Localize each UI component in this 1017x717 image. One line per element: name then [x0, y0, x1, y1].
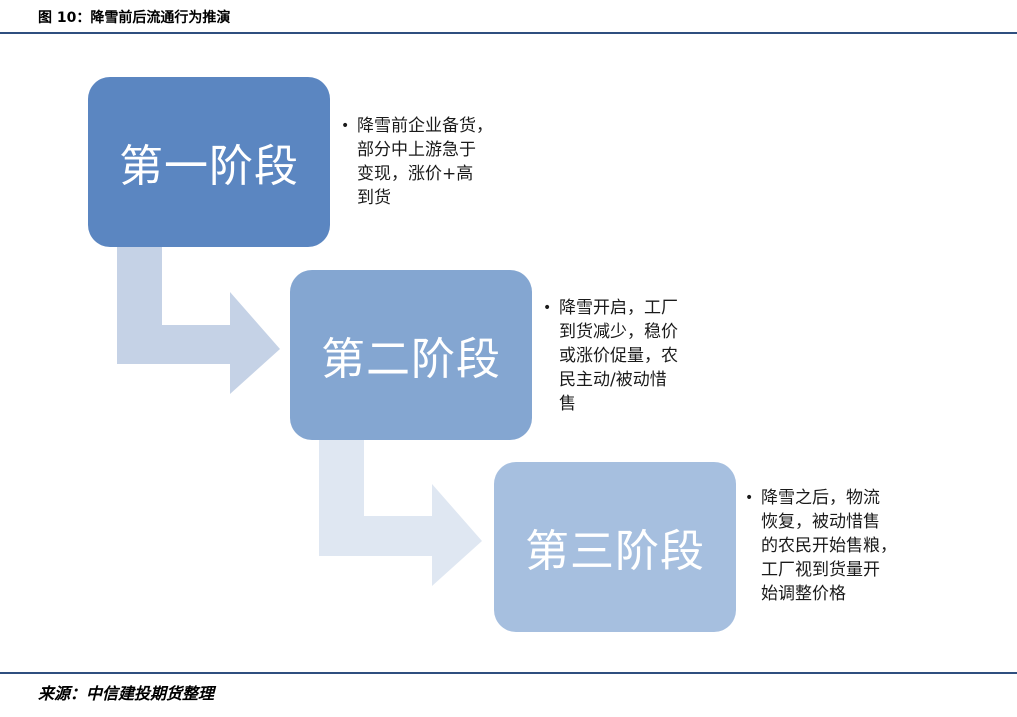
bent-arrow-stage-1-to-2 — [117, 247, 280, 394]
stage-1-label: 第一阶段 — [119, 141, 299, 192]
stage-3-description: 降雪之后，物流 恢复，被动惜售 的农民开始售粮， 工厂视到货量开 始调整价格 — [761, 488, 897, 604]
bullet-dot-icon: • — [341, 118, 350, 134]
stage-2-label: 第二阶段 — [321, 334, 501, 385]
stage-3-box: 第三阶段 — [494, 462, 736, 632]
figure-source: 来源：中信建投期货整理 — [38, 684, 215, 703]
stage-2-box: 第二阶段 — [290, 270, 532, 440]
bottom-divider — [0, 672, 1017, 674]
top-divider — [0, 32, 1017, 34]
bullet-dot-icon: • — [745, 490, 754, 506]
stage-2-description: 降雪开启，工厂 到货减少，稳价 或涨价促量，农 民主动/被动惜 售 — [559, 298, 678, 414]
stage-3-label: 第三阶段 — [525, 526, 705, 577]
bent-arrow-stage-2-to-3 — [319, 440, 482, 586]
stage-1-box: 第一阶段 — [88, 77, 330, 247]
figure-title: 图 10：降雪前后流通行为推演 — [38, 10, 231, 26]
stage-3-bullet: • 降雪之后，物流 恢复，被动惜售 的农民开始售粮， 工厂视到货量开 始调整价格 — [745, 486, 920, 606]
stage-2-bullet: • 降雪开启，工厂 到货减少，稳价 或涨价促量，农 民主动/被动惜 售 — [543, 296, 713, 416]
bullet-dot-icon: • — [543, 300, 552, 316]
stage-1-bullet: • 降雪前企业备货， 部分中上游急于 变现，涨价+高 到货 — [341, 114, 511, 210]
stage-1-description: 降雪前企业备货， 部分中上游急于 变现，涨价+高 到货 — [357, 116, 493, 208]
